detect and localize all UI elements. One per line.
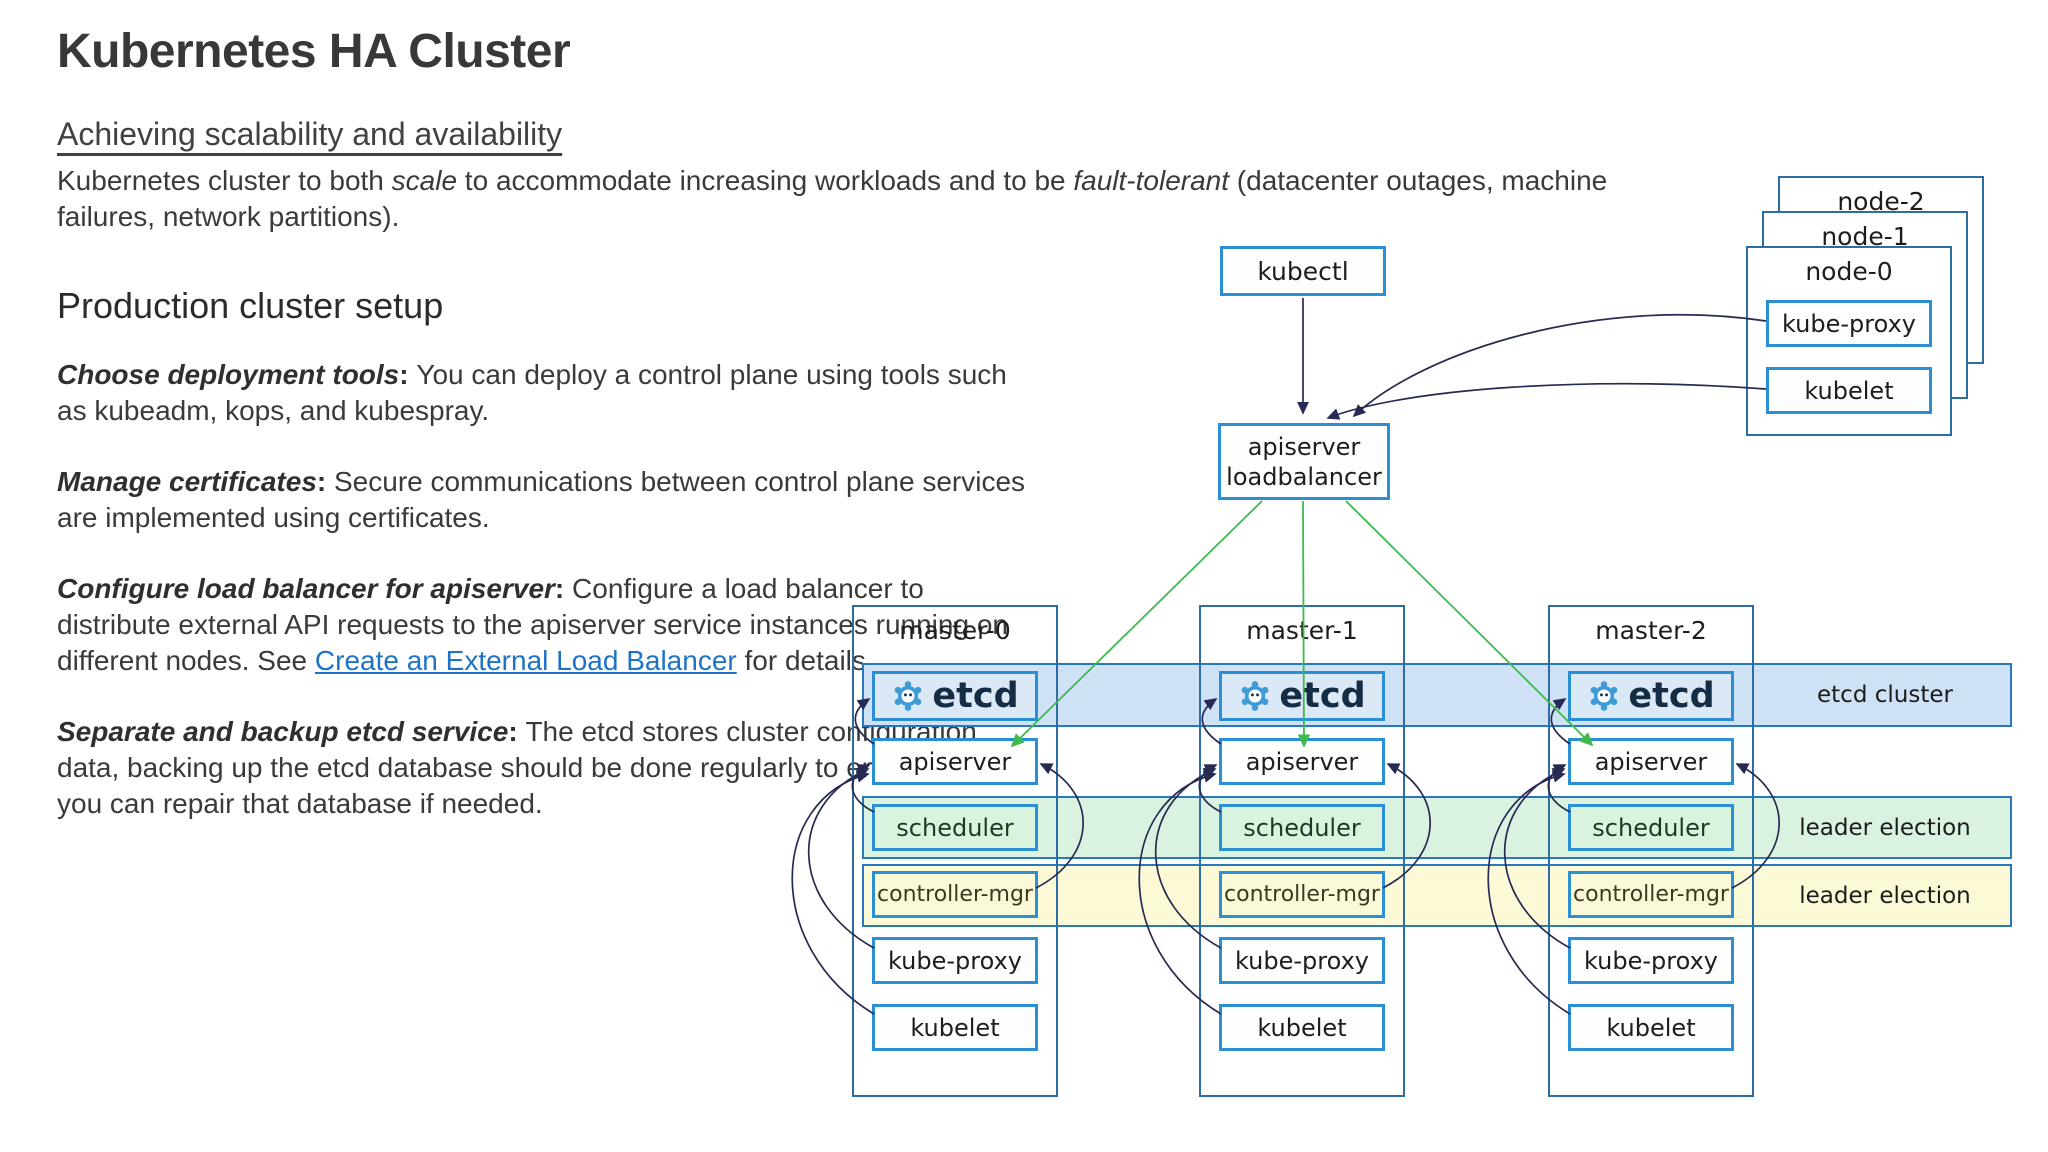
master-1-kube-proxy-box: kube-proxy bbox=[1219, 937, 1385, 984]
master-0-label: master-0 bbox=[899, 616, 1011, 645]
master-0-controller-mgr-box: controller-mgr bbox=[872, 871, 1038, 918]
master-1-scheduler-box: scheduler bbox=[1219, 804, 1385, 851]
master-2-label: master-2 bbox=[1595, 616, 1707, 645]
etcd-cluster-band-label: etcd cluster bbox=[1817, 682, 1953, 708]
create-external-load-balancer-link[interactable]: Create an External Load Balancer bbox=[314, 645, 737, 676]
bullet-body: Secure communications between control pl… bbox=[57, 466, 1026, 533]
kubectl-box: kubectl bbox=[1220, 246, 1386, 296]
master-0-etcd-box: etcd bbox=[872, 671, 1038, 721]
master-1-kubelet-box: kubelet bbox=[1219, 1004, 1385, 1051]
intro-italic-scale: scale bbox=[391, 165, 458, 196]
master-1-controller-mgr-box: controller-mgr bbox=[1219, 871, 1385, 918]
loadbalancer-label-line1: apiserver bbox=[1247, 432, 1361, 461]
master-2-kubelet-box: kubelet bbox=[1568, 1004, 1734, 1051]
etcd-label: etcd bbox=[1628, 676, 1715, 716]
bullet-separator: : bbox=[399, 359, 417, 390]
master-2-kube-proxy-box: kube-proxy bbox=[1568, 937, 1734, 984]
master-1-apiserver-box: apiserver bbox=[1219, 738, 1385, 785]
master-2-scheduler-box: scheduler bbox=[1568, 804, 1734, 851]
intro-text: Kubernetes cluster to both bbox=[57, 165, 392, 196]
etcd-logo-icon bbox=[1591, 681, 1618, 711]
apiserver-loadbalancer-box: apiserver loadbalancer bbox=[1218, 423, 1390, 500]
master-1-label: master-1 bbox=[1246, 616, 1358, 645]
master-0-scheduler-box: scheduler bbox=[872, 804, 1038, 851]
etcd-logo-icon bbox=[895, 681, 922, 711]
production-heading: Production cluster setup bbox=[57, 285, 444, 326]
master-1-etcd-box: etcd bbox=[1219, 671, 1385, 721]
intro-paragraph: Kubernetes cluster to both scale to acco… bbox=[57, 163, 1617, 235]
node-0-label: node-0 bbox=[1805, 257, 1893, 286]
master-2-apiserver-box: apiserver bbox=[1568, 738, 1734, 785]
master-0-kubelet-box: kubelet bbox=[872, 1004, 1038, 1051]
master-2-controller-mgr-box: controller-mgr bbox=[1568, 871, 1734, 918]
etcd-logo-icon bbox=[1242, 681, 1269, 711]
master-0-apiserver-box: apiserver bbox=[872, 738, 1038, 785]
master-0-kube-proxy-box: kube-proxy bbox=[872, 937, 1038, 984]
loadbalancer-label-line2: loadbalancer bbox=[1226, 462, 1382, 491]
leader-election-band-label-1: leader election bbox=[1799, 814, 1971, 841]
bullet-separator: : bbox=[508, 716, 526, 747]
bullet-separator: : bbox=[316, 466, 334, 497]
intro-text: (datacenter outages, machine failures, n… bbox=[57, 165, 1608, 232]
master-2-etcd-box: etcd bbox=[1568, 671, 1734, 721]
node-kube-proxy-box: kube-proxy bbox=[1766, 300, 1932, 347]
bullet-lead: Choose deployment tools bbox=[57, 359, 400, 390]
bullet-lead: Configure load balancer for apiserver bbox=[57, 573, 555, 604]
bullet-separator: : bbox=[554, 573, 573, 604]
node-kubelet-box: kubelet bbox=[1766, 367, 1932, 414]
bullet-lead: Separate and backup etcd service bbox=[57, 716, 509, 747]
intro-text: to accommodate increasing workloads and … bbox=[457, 165, 1074, 196]
etcd-label: etcd bbox=[932, 676, 1019, 716]
page-title: Kubernetes HA Cluster bbox=[57, 25, 571, 78]
bullet-lead: Manage certificates bbox=[57, 466, 317, 497]
intro-italic-fault-tolerant: fault-tolerant bbox=[1073, 165, 1230, 196]
bullet-body: You can deploy a control plane using too… bbox=[57, 359, 1007, 426]
bullet-deployment-tools: Choose deployment tools: You can deploy … bbox=[57, 357, 1037, 429]
section-subtitle: Achieving scalability and availability bbox=[57, 116, 563, 152]
bullet-manage-certificates: Manage certificates: Secure communicatio… bbox=[57, 464, 1037, 536]
bullet-body: Configure a load balancer to distribute … bbox=[57, 573, 1008, 676]
etcd-label: etcd bbox=[1279, 676, 1366, 716]
leader-election-band-label-2: leader election bbox=[1799, 882, 1971, 909]
